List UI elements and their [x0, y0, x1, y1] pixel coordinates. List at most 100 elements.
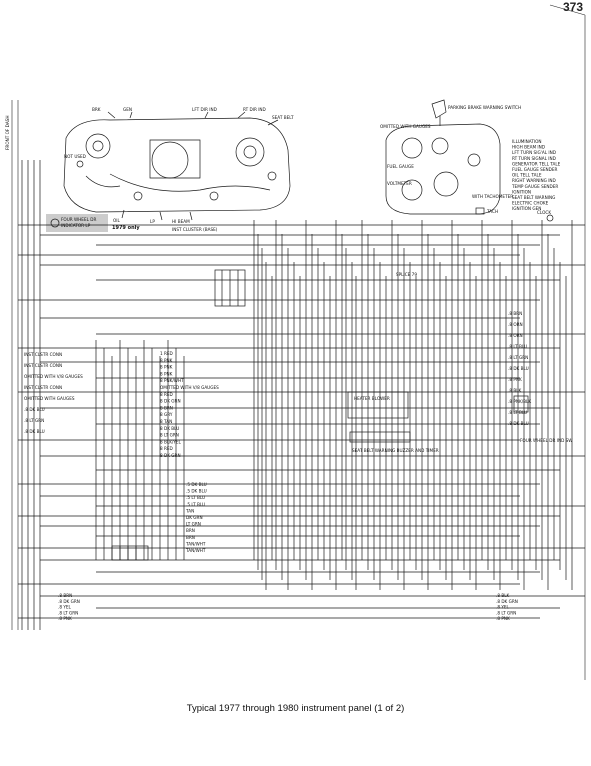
voltmeter-label: VOLTMETER [387, 181, 412, 186]
right-wire-label: .8 LT GRN [508, 355, 528, 360]
mid-wire-label: 8 BLK/YEL [160, 439, 182, 444]
bottom-mid-wire-label: BRN [186, 528, 195, 533]
bottom-mid-wire-label: TAN/WHT [185, 541, 206, 546]
not-used-label: NOT USED [64, 154, 86, 159]
bottom-right-wire-label: .8 BLK [496, 593, 510, 598]
mid-wire-label: 8 RED [160, 392, 173, 397]
tachometer-label: WITH TACHOMETER [472, 194, 513, 199]
left-wire-label: INST CLSTR CONN [24, 352, 62, 357]
year-only-label: 1979 only [112, 225, 140, 231]
bottom-mid-wire-label: .5 LT BLU [186, 502, 205, 507]
bottom-left-wire-label: .8 DK GRN [58, 599, 80, 604]
gen-label: GEN [123, 107, 132, 112]
right-wire-label: .8 LT BLU [508, 410, 527, 415]
rt-dir-ind-label: RT DIR IND [243, 107, 266, 112]
right-wire-label: .8 BLK [508, 388, 522, 393]
mid-wire-label: 8 DK GRN [160, 453, 181, 458]
omitted-gauges-label: OMITTED WITH GAUGES [380, 124, 431, 129]
bottom-right-wire-label: .8 YEL [496, 605, 510, 610]
mid-wire-label: 8 LT GRN [160, 433, 179, 438]
seat-belt-buzzer-label: SEAT BELT WARNING BUZZER AND TIMER [352, 448, 439, 453]
four-wheel-dr-box [46, 214, 108, 232]
legend-item: TEMP GAUGE SENDER [511, 184, 558, 189]
bottom-mid-wire-label: .5 LT BLU [186, 495, 205, 500]
mid-wire-label: OMITTED WITH V/8 GAUGES [160, 385, 219, 390]
legend-item: HIGH BEAM IND [512, 145, 545, 150]
right-wire-label: .8 DK BLU [508, 366, 529, 371]
mid-wire-label: 8 BRN [160, 405, 173, 410]
mid-wire-label: 8 DK BLU [160, 426, 179, 431]
legend-item: ILLUMINATION [512, 139, 542, 144]
bottom-mid-wire-label: BRN [186, 535, 195, 540]
right-wire-label: .8 ORN [508, 322, 523, 327]
mid-wire-label: 8 DK GRN [160, 399, 181, 404]
bottom-mid-wire-label: TAN [185, 508, 194, 513]
right-wire-label: .8 ORN [508, 333, 523, 338]
indicator-label: INDICATOR LP [61, 223, 91, 228]
legend-item: ELECTRIC CHOKE [512, 201, 549, 206]
mid-wire-label: 8 PNK/WHT [160, 378, 184, 383]
inst-cluster-label: INST CLUSTER (BASE) [172, 227, 218, 232]
bottom-left-wire-label: .8 BRN [58, 593, 72, 598]
figure-caption: Typical 1977 through 1980 instrument pan… [186, 703, 405, 714]
page-number: 373 [562, 0, 583, 14]
mid-wire-label: 8 PNK [160, 371, 173, 376]
bottom-left-wire-label: .8 YEL [58, 605, 72, 610]
clock-label: CLOCK [537, 210, 551, 215]
mid-wire-label: 8 GRY [160, 412, 173, 417]
legend-item: OIL TELL TALE [512, 173, 542, 178]
right-wire-label: .8 PNK [508, 377, 522, 382]
brk-label: BRK [92, 107, 101, 112]
left-wire-label: .8 DK BLU [24, 429, 45, 434]
legend-item: RIGHT WARNING IND [512, 178, 556, 183]
instrument-cluster-base [63, 111, 291, 221]
legend-item: FUEL GAUGE SENDER [512, 167, 557, 172]
four-wheel-dr-ind-sw-label: FOUR WHEEL DR IND SW [520, 438, 572, 443]
bottom-mid-wire-label: .5 DK BLU [186, 489, 207, 494]
legend-item: LFT TURN SIG'AL IND [512, 150, 556, 155]
parking-brake-label: PARKING BRAKE WARNING SWITCH [448, 105, 521, 110]
left-wire-label: OMITTED WITH GAUGES [24, 396, 75, 401]
left-wire-label: INST CLSTR CONN [24, 363, 62, 368]
tach-label: TACH [486, 209, 498, 214]
lft-dir-ind-label: LFT DIR IND [192, 107, 217, 112]
gauge-cluster [385, 99, 501, 215]
vertical-wire-harness [21, 160, 573, 630]
legend-item: IGNITION [512, 189, 531, 194]
right-wire-label: .8 DK BLU [508, 421, 529, 426]
bottom-right-wire-label: .8 LT GRN [496, 610, 516, 615]
bottom-right-wire-label: .8 PNK [496, 616, 510, 621]
legend-item: RT TURN SIGNAL IND [512, 156, 556, 161]
front-of-dash-label: FRONT OF DASH [5, 116, 10, 151]
lp-label: LP [150, 219, 155, 224]
legend-item: GENERATOR TELL TALE [512, 161, 561, 166]
legend-item: SEAT BELT WARNING [512, 195, 555, 200]
heater-blower-label: HEATER BLOWER [354, 396, 390, 401]
four-wheel-dr-label: FOUR WHEEL DR [61, 217, 96, 222]
fuel-gauge-label: FUEL GAUGE [387, 164, 414, 169]
left-wire-label: OMITTED WITH V/8 GAUGES [24, 374, 83, 379]
mid-wire-label: 8 PNK [160, 358, 173, 363]
seat-belt-label: SEAT BELT [272, 115, 294, 120]
mid-wire-label: 8 TAN [160, 419, 172, 424]
left-wire-label: .8 LT GRN [24, 418, 44, 423]
bottom-right-wire-label: .8 DK GRN [496, 599, 518, 604]
legend-item: IGNITION GEN [512, 206, 541, 211]
bottom-left-wire-label: .8 LT GRN [58, 610, 78, 615]
horizontal-wire-harness [18, 224, 585, 619]
oil-label: OIL [113, 218, 121, 223]
right-wire-label: .8 BRN [508, 311, 522, 316]
left-wire-label: INST CLSTR CONN [24, 385, 62, 390]
hi-beam-label: HI BEAM [172, 219, 190, 224]
bottom-mid-wire-label: .5 DK BLU [186, 482, 207, 487]
mid-wire-label: 8 PNK [160, 365, 173, 370]
splice-label: SPLICE 79 [396, 272, 417, 277]
bottom-mid-wire-label: DK GRN [186, 515, 203, 520]
right-wire-label: .8 PNK/BLK [508, 399, 531, 404]
mid-wire-label: 1 RED [160, 351, 173, 356]
bottom-left-wire-label: .8 PNK [58, 616, 72, 621]
mid-wire-label: 8 RED [160, 446, 173, 451]
